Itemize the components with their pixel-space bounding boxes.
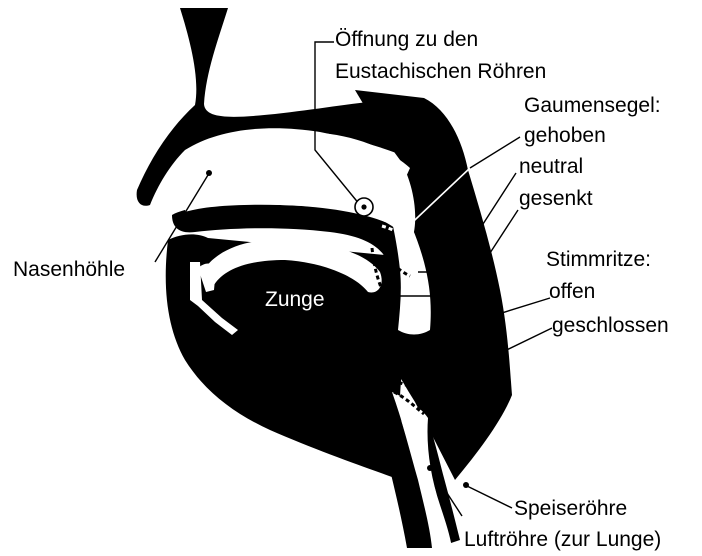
label-speiseroehre: Speiseröhre <box>514 497 627 520</box>
label-offen: offen <box>549 280 595 303</box>
label-gesenkt: gesenkt <box>519 187 593 210</box>
eustachian-opening-dot <box>361 204 366 209</box>
label-oeffnung-line2: Eustachischen Röhren <box>335 60 546 83</box>
label-luftroehre: Luftröhre (zur Lunge) <box>464 528 661 551</box>
label-oeffnung-line1: Öffnung zu den <box>335 28 478 51</box>
label-gehoben: gehoben <box>524 124 606 147</box>
leader-speiseroehre <box>467 486 512 508</box>
leader-gehoben <box>470 137 520 168</box>
label-gaumensegel: Gaumensegel: <box>524 94 661 117</box>
speiseroehre-dot <box>463 482 469 488</box>
label-nasenhoehle: Nasenhöhle <box>13 258 125 281</box>
label-neutral: neutral <box>519 155 583 178</box>
label-stimmritze: Stimmritze: <box>546 248 651 271</box>
nasenhoehle-dot <box>206 170 212 176</box>
label-zunge: Zunge <box>265 288 325 311</box>
luftroehre-dot <box>427 465 433 471</box>
label-geschlossen: geschlossen <box>552 314 669 337</box>
